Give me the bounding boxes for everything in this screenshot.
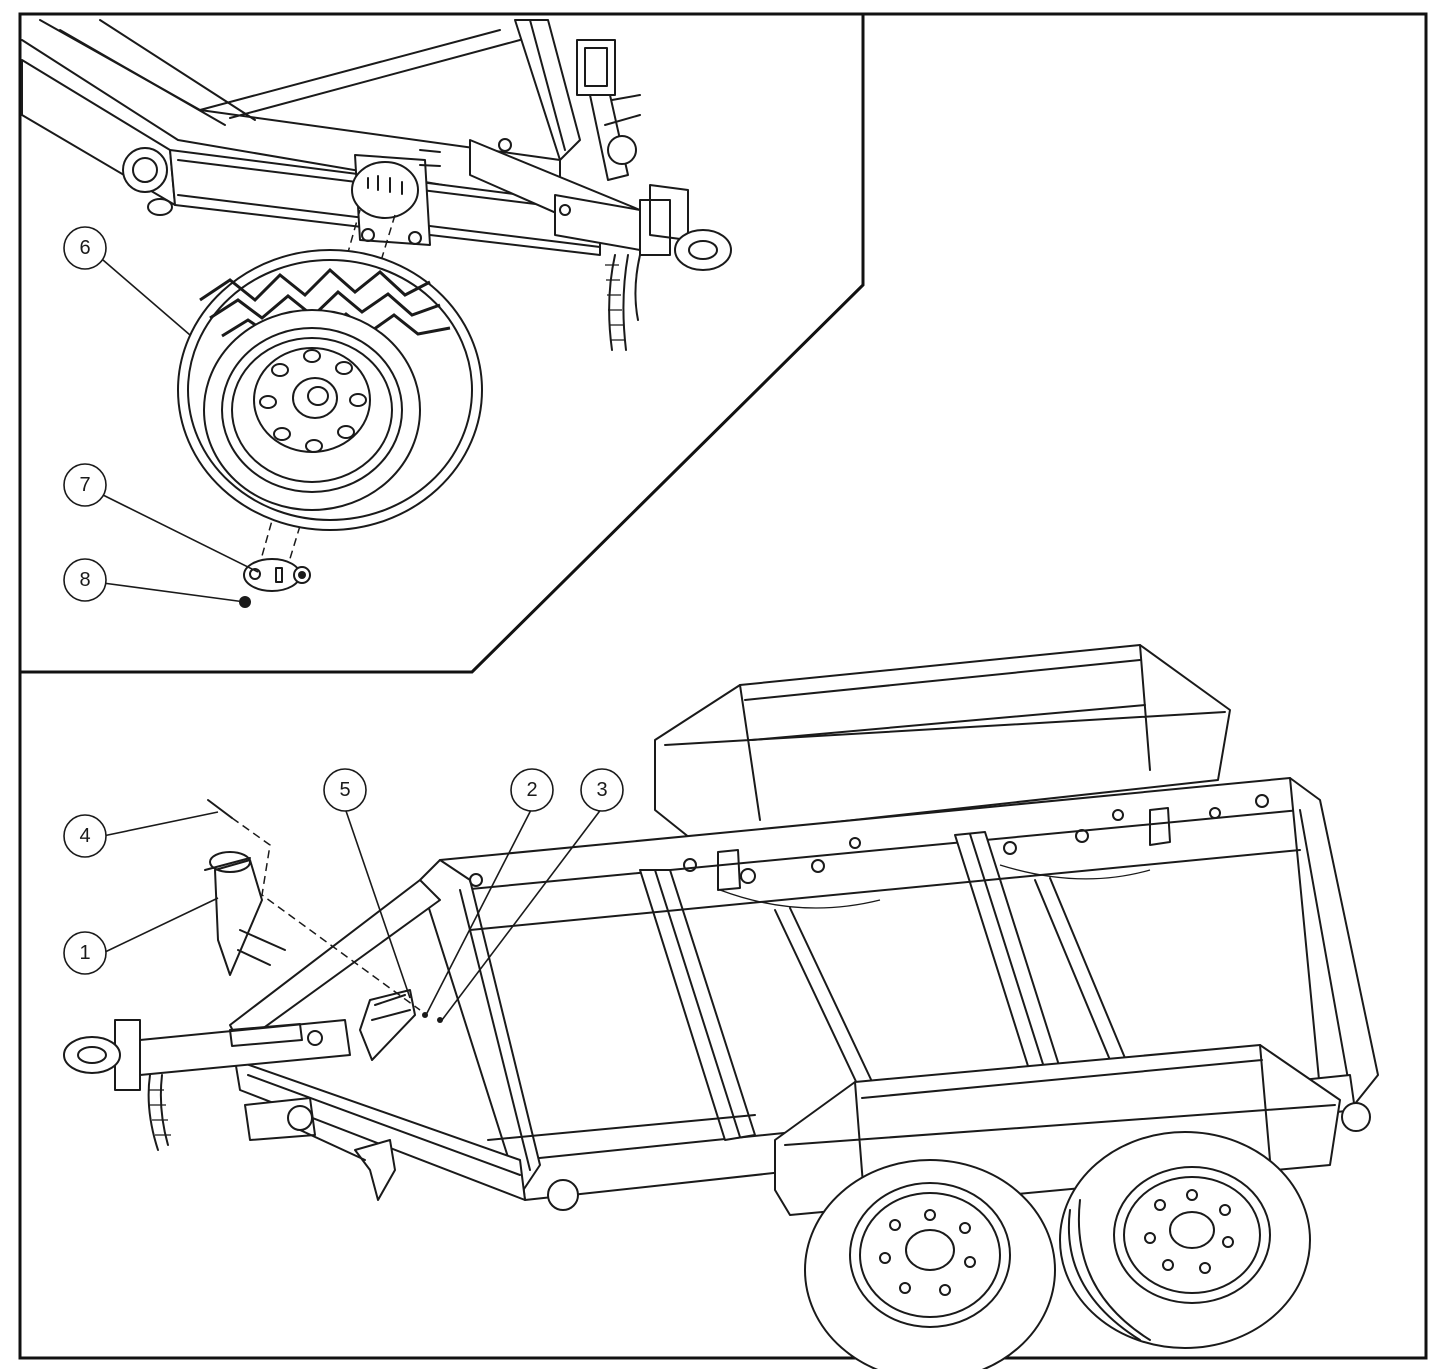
callout-4-label: 4 xyxy=(79,825,90,847)
callout-3: 3 xyxy=(580,768,624,812)
callout-6: 6 xyxy=(63,226,107,270)
inset-detail xyxy=(21,19,732,608)
callout-7-label: 7 xyxy=(79,474,90,496)
leader-lines xyxy=(102,259,603,1021)
callout-1-label: 1 xyxy=(79,942,90,964)
callout-8: 8 xyxy=(63,558,107,602)
callout-2-label: 2 xyxy=(526,779,537,801)
callout-7: 7 xyxy=(63,463,107,507)
callout-5: 5 xyxy=(323,768,367,812)
callout-5-label: 5 xyxy=(339,779,350,801)
callout-2: 2 xyxy=(510,768,554,812)
callout-3-label: 3 xyxy=(596,779,607,801)
outer-frame xyxy=(18,12,1428,1360)
callout-8-label: 8 xyxy=(79,569,90,591)
callout-4: 4 xyxy=(63,814,107,858)
callout-6-label: 6 xyxy=(79,237,90,259)
callout-1: 1 xyxy=(63,931,107,975)
detail-inset-border xyxy=(20,14,865,674)
main-trailer-view xyxy=(63,644,1379,1369)
